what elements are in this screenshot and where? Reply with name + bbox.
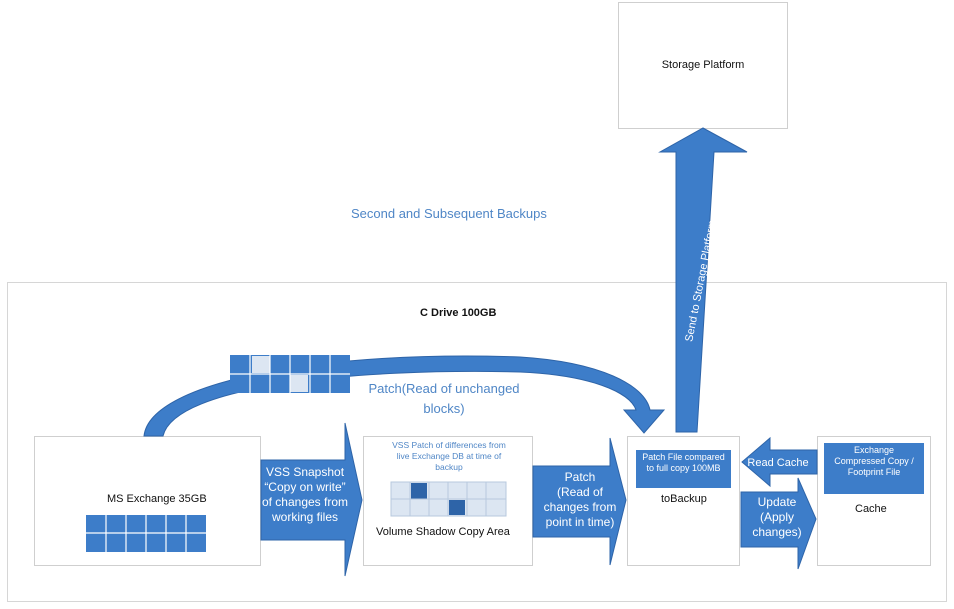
tobackup-title: toBackup (661, 493, 707, 505)
patch-file-text: Patch File compared to full copy 100MB (642, 452, 725, 473)
shadow-title: Volume Shadow Copy Area (376, 526, 510, 538)
update-line2: (Apply (759, 510, 794, 524)
curve-label: Patch(Read of unchanged blocks) (356, 379, 532, 419)
vss-arrow-label: VSS Snapshot “Copy on write” of changes … (258, 465, 352, 525)
cache-file-block: Exchange Compressed Copy / Footprint Fil… (824, 443, 924, 494)
send-arrow (658, 127, 748, 433)
vss-line4: working files (271, 510, 339, 524)
patch-line2: (Read of (556, 485, 604, 499)
curve-label-line1: Patch(Read of unchanged (368, 381, 520, 396)
read-cache-label: Read Cache (747, 457, 809, 469)
update-line1: Update (757, 495, 797, 509)
vss-line2: “Copy on write” (264, 480, 346, 494)
diagram-caption: Second and Subsequent Backups (351, 206, 547, 221)
curve-grid (230, 355, 350, 393)
vss-arrow-shape (260, 422, 363, 577)
exchange-grid (86, 515, 206, 552)
patch-arrow-shape (532, 437, 627, 566)
c-drive-title: C Drive 100GB (420, 307, 497, 319)
patch-file-block: Patch File compared to full copy 100MB (636, 450, 731, 488)
cache-file-text: Exchange Compressed Copy / Footprint Fil… (834, 445, 914, 477)
shadow-grid (390, 481, 507, 517)
update-arrow-shape (740, 477, 817, 570)
curve-label-line2: blocks) (423, 401, 465, 416)
cache-title: Cache (855, 503, 887, 515)
storage-platform-box (618, 2, 788, 129)
vss-line1: VSS Snapshot (265, 465, 345, 479)
patch-line4: point in time) (545, 515, 615, 529)
read-cache-arrow-shape (741, 436, 818, 488)
shadow-note: VSS Patch of differences from live Excha… (392, 440, 506, 472)
patch-line1: Patch (564, 470, 596, 484)
patch-arrow-label: Patch (Read of changes from point in tim… (532, 470, 628, 530)
update-arrow-label: Update (Apply changes) (742, 495, 812, 540)
update-line3: changes) (752, 525, 802, 539)
ms-exchange-title: MS Exchange 35GB (107, 493, 207, 505)
storage-platform-title: Storage Platform (661, 59, 745, 71)
vss-line3: of changes from (261, 495, 349, 509)
patch-line3: changes from (543, 500, 617, 514)
